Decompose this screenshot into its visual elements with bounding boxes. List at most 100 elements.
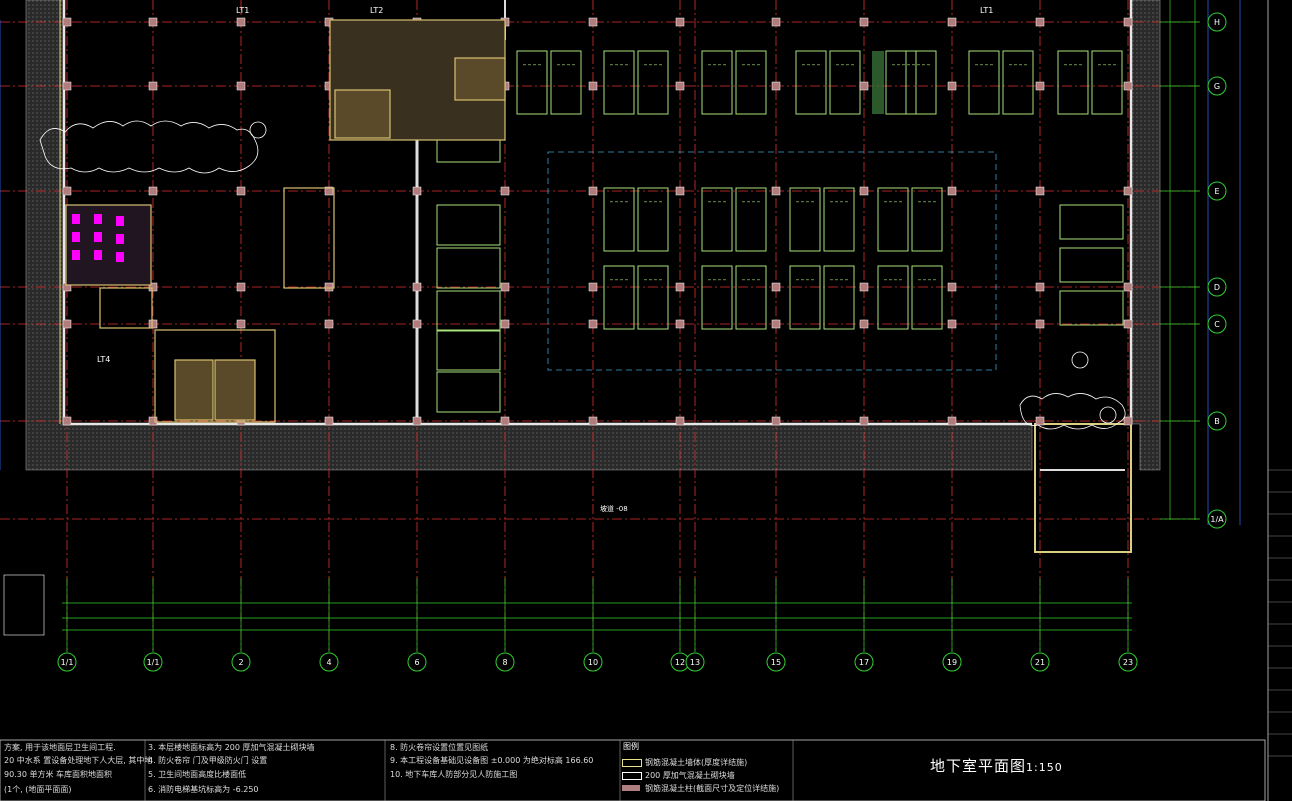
column-11-4	[947, 319, 957, 329]
row-bubble-label-0: H	[1214, 18, 1220, 27]
section-mark-3	[1099, 406, 1117, 424]
note-1: 方案, 用于该地面层卫生间工程.	[4, 743, 116, 752]
column-5-5	[500, 416, 510, 426]
column-3-5	[324, 416, 334, 426]
column-0-1	[62, 81, 72, 91]
column-13-2	[1123, 186, 1133, 196]
column-11-2	[947, 186, 957, 196]
room-label-lt1-right: LT1	[980, 6, 993, 15]
parking-top-11	[1002, 50, 1034, 115]
parking-top-8	[885, 50, 917, 115]
note-8: 6. 消防电梯基坑标高为 -6.250	[148, 785, 259, 794]
column-2-0	[236, 17, 246, 27]
toilet-fixture-1-0	[72, 232, 80, 242]
parking-mid-1	[637, 187, 669, 252]
column-12-3	[1035, 282, 1045, 292]
note-4: (1个, (地面平面面)	[4, 785, 72, 794]
col-bubble-label-12: 21	[1035, 658, 1045, 667]
drawing-title-text: 地下室平面图	[930, 757, 1027, 775]
col-bubble-label-10: 17	[859, 658, 869, 667]
core-room-a	[334, 89, 391, 139]
col-bubble-1	[143, 652, 163, 672]
column-9-0	[771, 17, 781, 27]
column-5-2	[500, 186, 510, 196]
column-1-5	[148, 416, 158, 426]
column-10-5	[859, 416, 869, 426]
legend-swatch-concrete	[622, 759, 642, 767]
row-bubble-4	[1207, 314, 1227, 334]
column-6-4	[588, 319, 598, 329]
toilet-room	[65, 204, 152, 286]
toilet-fixture-0-0	[72, 214, 80, 224]
column-13-4	[1123, 319, 1133, 329]
column-6-1	[588, 81, 598, 91]
hatched-bay	[872, 51, 884, 114]
equipment-sub-a	[174, 359, 214, 421]
column-10-3	[859, 282, 869, 292]
col-bubble-label-4: 6	[414, 658, 419, 667]
col-bubble-label-7: 12	[675, 658, 685, 667]
row-bubble-label-1: G	[1214, 82, 1220, 91]
key-plan	[3, 574, 45, 636]
col-bubble-5	[495, 652, 515, 672]
col-bubble-label-2: 2	[238, 658, 243, 667]
col-bubble-8	[685, 652, 705, 672]
row-bubble-3	[1207, 277, 1227, 297]
column-7-5	[675, 416, 685, 426]
note-3: 90.30 单方米 车库面积地面积	[4, 770, 112, 779]
row-bubble-label-4: C	[1214, 320, 1220, 329]
legend-title: 图例	[623, 742, 639, 751]
room-label-lt1-left: LT1	[236, 6, 249, 15]
col-bubble-label-6: 10	[588, 658, 598, 667]
column-4-5	[412, 416, 422, 426]
column-10-0	[859, 17, 869, 27]
section-mark-1	[249, 121, 267, 139]
parking-low-0	[603, 265, 635, 330]
col-bubble-label-8: 13	[690, 658, 700, 667]
row-bubble-label-6: 1/A	[1210, 515, 1224, 524]
parking-top-7	[829, 50, 861, 115]
stair-room	[283, 187, 335, 289]
equipment-sub-b	[214, 359, 256, 421]
column-3-3	[324, 282, 334, 292]
column-10-2	[859, 186, 869, 196]
column-2-4	[236, 319, 246, 329]
column-1-0	[148, 17, 158, 27]
column-1-4	[148, 319, 158, 329]
parking-top-5	[735, 50, 767, 115]
col-bubble-label-3: 4	[326, 658, 331, 667]
col-bubble-3	[319, 652, 339, 672]
fire-zone-boundary	[547, 151, 997, 371]
col-bubble-label-1: 1/1	[147, 658, 160, 667]
section-mark-2	[1071, 351, 1089, 369]
col-bubble-12	[1030, 652, 1050, 672]
column-9-4	[771, 319, 781, 329]
column-12-2	[1035, 186, 1045, 196]
drawing-scale: 1:150	[1026, 761, 1063, 774]
parking-side-3	[436, 290, 501, 332]
parking-top-2	[603, 50, 635, 115]
note-5: 3. 本层楼地面标高为 200 厚加气混凝土砌块墙	[148, 743, 315, 752]
note-7: 5. 卫生间地面高度比楼面低	[148, 770, 247, 779]
parking-side-1	[436, 204, 501, 246]
note-10: 9. 本工程设备基础见设备图 ±0.000 为绝对标高 166.60	[390, 756, 594, 765]
column-11-5	[947, 416, 957, 426]
column-10-1	[859, 81, 869, 91]
hatch-band-right	[1130, 0, 1161, 471]
legend-swatch-column	[622, 785, 640, 791]
column-1-3	[148, 282, 158, 292]
column-11-3	[947, 282, 957, 292]
parking-low-1	[637, 265, 669, 330]
column-1-1	[148, 81, 158, 91]
room-label-lt4: LT4	[97, 355, 110, 364]
column-2-2	[236, 186, 246, 196]
legend-swatch-block	[622, 772, 642, 780]
column-7-1	[675, 81, 685, 91]
parking-right-2	[1059, 290, 1124, 326]
column-3-2	[324, 186, 334, 196]
row-bubble-1	[1207, 76, 1227, 96]
column-12-0	[1035, 17, 1045, 27]
core-room-b	[454, 57, 506, 101]
